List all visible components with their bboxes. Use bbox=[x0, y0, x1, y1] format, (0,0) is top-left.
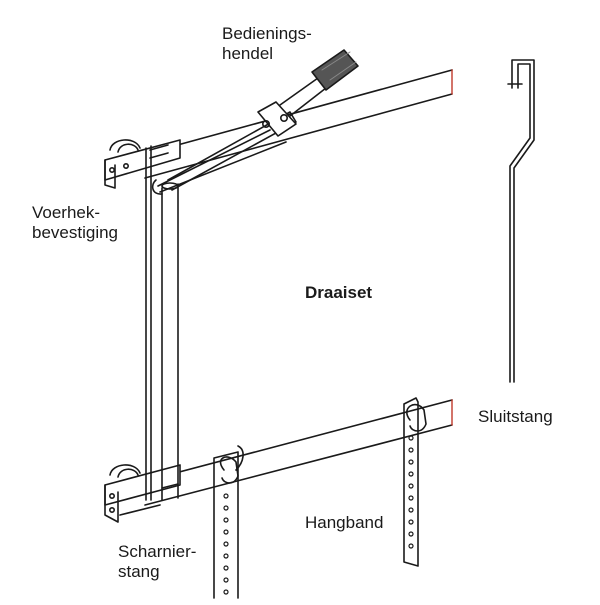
hook-icon bbox=[235, 445, 244, 471]
label-hanging-strap: Hangband bbox=[305, 513, 384, 532]
label-swing-set: Draaiset bbox=[305, 283, 373, 302]
strap-hole bbox=[408, 543, 414, 549]
strap-hole bbox=[408, 435, 414, 441]
strap-hole bbox=[223, 589, 229, 595]
strap-hole bbox=[408, 471, 414, 477]
strap-hole bbox=[223, 493, 229, 499]
strap-holes-left bbox=[223, 493, 229, 595]
lever-linkage bbox=[151, 111, 297, 195]
strap-hole bbox=[408, 519, 414, 525]
strap-holes-right bbox=[408, 435, 414, 549]
hanging-strap-left bbox=[213, 451, 239, 599]
label-front-gate-mount: Voerhek- bevestiging bbox=[32, 203, 119, 242]
label-hinge-rod: Scharnier- stang bbox=[118, 542, 197, 581]
swing-post bbox=[161, 183, 179, 501]
strap-hole bbox=[223, 529, 229, 535]
hinge-rod bbox=[145, 145, 152, 501]
strap-hole bbox=[408, 507, 414, 513]
strap-hole bbox=[223, 553, 229, 559]
strap-hole bbox=[408, 483, 414, 489]
strap-hole bbox=[223, 541, 229, 547]
label-closing-rod: Sluitstang bbox=[478, 407, 553, 426]
bottom-rail bbox=[129, 399, 453, 506]
closing-rod bbox=[507, 59, 535, 383]
top-mount-bracket bbox=[104, 139, 181, 189]
label-operating-handle: Bedienings- hendel bbox=[222, 24, 312, 63]
strap-hole bbox=[223, 577, 229, 583]
strap-hole bbox=[408, 531, 414, 537]
strap-hole bbox=[223, 517, 229, 523]
strap-hole bbox=[223, 505, 229, 511]
hanging-strap-right bbox=[403, 397, 427, 567]
strap-hole bbox=[408, 495, 414, 501]
strap-hole bbox=[408, 447, 414, 453]
strap-hole bbox=[223, 565, 229, 571]
bottom-mount-bracket bbox=[104, 464, 181, 523]
strap-hole bbox=[408, 459, 414, 465]
lever-handle-icon bbox=[257, 49, 359, 137]
